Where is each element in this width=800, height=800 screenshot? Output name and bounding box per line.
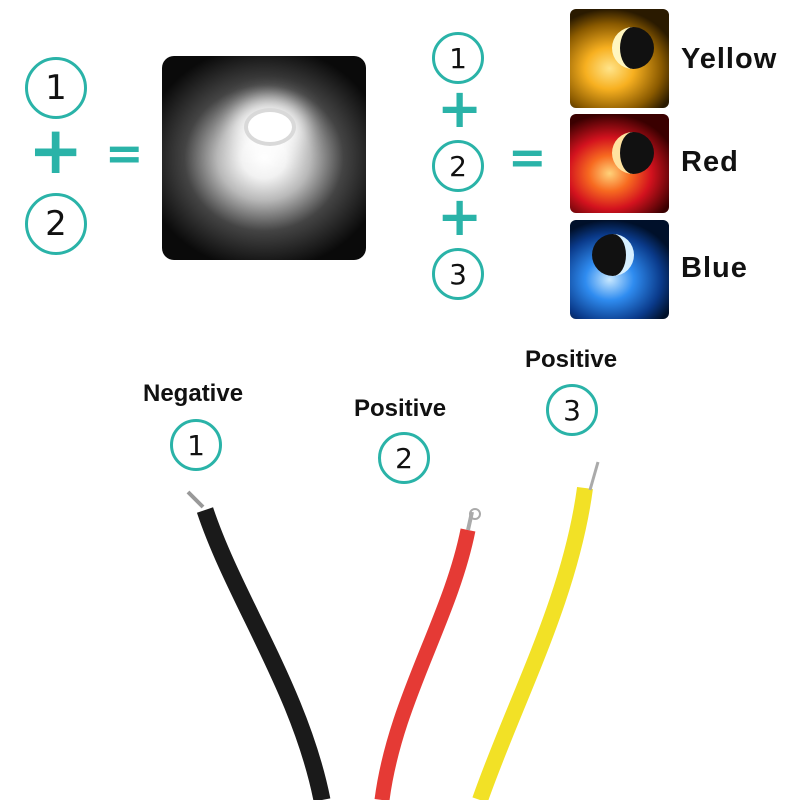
blue-light-image	[570, 220, 669, 319]
wire-1-number: 1	[187, 428, 205, 462]
wire-3-number-circle: 3	[546, 384, 598, 436]
red-lamp-icon	[612, 132, 654, 174]
right-term-3-circle: 3	[432, 248, 484, 300]
left-term-1: 1	[45, 68, 67, 108]
white-light-image	[162, 56, 366, 260]
yellow-lamp-icon	[612, 27, 654, 69]
wire-black-tip	[186, 490, 205, 509]
wire-red-tip-loop	[469, 508, 481, 520]
right-term-1: 1	[449, 41, 467, 75]
wire-black	[196, 507, 331, 800]
left-plus-sign: +	[28, 112, 84, 189]
right-equals-sign: =	[508, 130, 547, 184]
wire-3-number: 3	[563, 393, 581, 427]
left-equals-sign: =	[105, 126, 144, 180]
right-term-2: 2	[449, 149, 467, 183]
left-term-2: 2	[45, 204, 67, 244]
wire-2-role-label: Positive	[354, 395, 447, 422]
wire-1-number-circle: 1	[170, 419, 222, 471]
right-term-1-circle: 1	[432, 32, 484, 84]
wire-red-tip	[466, 511, 474, 531]
wire-red	[374, 528, 476, 800]
wire-2-number: 2	[395, 441, 413, 475]
right-term-3: 3	[449, 257, 467, 291]
wire-yellow-tip	[588, 461, 600, 491]
right-plus-sign-2: +	[437, 185, 483, 248]
right-plus-sign-1: +	[437, 77, 483, 140]
yellow-label: Yellow	[681, 43, 778, 75]
left-term-1-circle: 1	[25, 57, 87, 119]
wire-yellow	[472, 486, 593, 800]
wire-1-role-label: Negative	[143, 380, 244, 407]
left-term-2-circle: 2	[25, 193, 87, 255]
wire-2-number-circle: 2	[378, 432, 430, 484]
blue-lamp-icon	[592, 234, 634, 276]
yellow-light-image	[570, 9, 669, 108]
red-label: Red	[681, 146, 739, 178]
red-light-image	[570, 114, 669, 213]
blue-label: Blue	[681, 252, 748, 284]
white-lamp-icon	[244, 108, 296, 146]
wire-3-role-label: Positive	[525, 346, 618, 373]
right-term-2-circle: 2	[432, 140, 484, 192]
